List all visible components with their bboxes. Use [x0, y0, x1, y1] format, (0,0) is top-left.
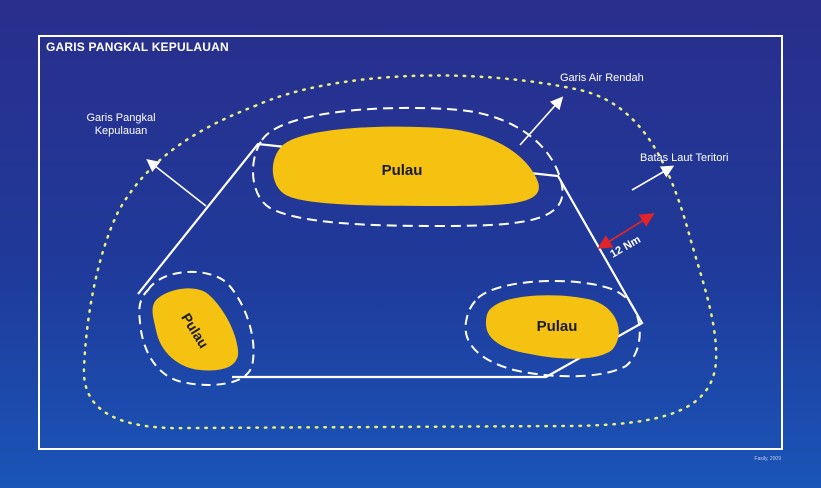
arrow-baseline-label — [146, 159, 207, 207]
arrow-low-water — [519, 96, 564, 146]
island-right — [486, 295, 619, 359]
territorial-sea-limit — [82, 74, 718, 430]
distance-label: 12 Nm — [608, 234, 643, 261]
territorial-label: Batas Laut Teritori — [640, 152, 729, 164]
arrow-12nm — [597, 213, 655, 249]
low-water-line-right — [464, 280, 641, 378]
baseline-label-line2: Kepulauan — [94, 125, 148, 137]
baseline-label: Garis Pangkal Kepulauan — [66, 112, 176, 138]
island-top — [272, 126, 539, 206]
island-left — [152, 288, 239, 371]
island-top-label: Pulau — [382, 162, 423, 179]
island-right-label: Pulau — [537, 318, 578, 335]
archipelagic-baseline — [137, 142, 644, 379]
diagram-title: GARIS PANGKAL KEPULAUAN — [46, 40, 229, 54]
arrow-territorial — [631, 165, 675, 191]
low-water-label: Garis Air Rendah — [560, 72, 644, 84]
low-water-line-top — [252, 106, 564, 228]
baseline-label-line1: Garis Pangkal — [86, 112, 156, 124]
diagram-frame — [38, 35, 783, 450]
low-water-line-left — [138, 271, 255, 386]
credit: Fasily, 2009 — [754, 456, 781, 462]
